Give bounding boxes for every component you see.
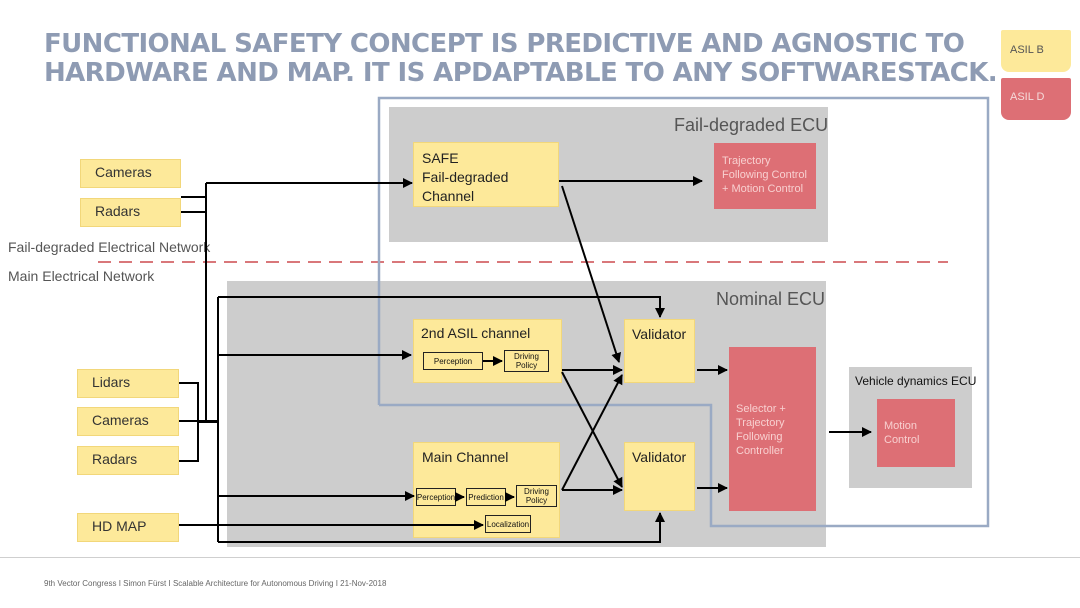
- validator-bottom-label: Validator: [632, 449, 687, 465]
- sensor-cameras-bottom: Cameras: [77, 407, 179, 436]
- asil2-driving-policy-line-1: Driving: [514, 352, 539, 361]
- main-channel-title: Main Channel: [422, 449, 509, 465]
- asil2-driving-policy: Driving Policy: [504, 350, 549, 372]
- selector-line-2: Trajectory: [736, 417, 785, 429]
- page-title: FUNCTIONAL SAFETY CONCEPT IS PREDICTIVE …: [44, 29, 998, 88]
- main-prediction: Prediction: [466, 488, 506, 506]
- title-line-1: FUNCTIONAL SAFETY CONCEPT IS PREDICTIVE …: [44, 29, 965, 59]
- validator-bottom: Validator: [624, 442, 695, 511]
- vehicle-dynamics-ecu-title: Vehicle dynamics ECU: [855, 374, 977, 388]
- sensor-cameras-top: Cameras: [80, 159, 181, 188]
- legend-asil-b-label: ASIL B: [1010, 44, 1044, 56]
- asil2-perception: Perception: [423, 352, 483, 370]
- fail-degraded-network-label: Fail-degraded Electrical Network: [8, 239, 211, 255]
- safe-fail-degraded-channel: SAFE Fail-degraded Channel: [413, 142, 559, 207]
- main-driving-policy: Driving Policy: [516, 485, 557, 507]
- selector-line-1: Selector +: [736, 403, 786, 415]
- wire-radars-bottom: [179, 422, 199, 462]
- nominal-ecu-title: Nominal ECU: [716, 289, 826, 309]
- footer-divider: [0, 557, 1080, 558]
- safe-line-1: SAFE: [422, 150, 459, 166]
- legend-asil-d: ASIL D: [1001, 78, 1071, 120]
- main-perception: Perception: [416, 488, 456, 506]
- selector-line-3: Following: [736, 431, 783, 443]
- fd-control-line-3: + Motion Control: [722, 183, 804, 195]
- wire-lidars: [179, 382, 199, 422]
- safe-line-3: Channel: [422, 188, 475, 204]
- fd-control-line-2: Following Control: [722, 169, 807, 181]
- motion-control-line-2: Control: [884, 434, 920, 446]
- motion-control-line-1: Motion: [884, 420, 918, 432]
- second-asil-channel-title: 2nd ASIL channel: [421, 325, 531, 341]
- sensor-radars-top: Radars: [80, 198, 181, 227]
- legend-asil-b: ASIL B: [1001, 30, 1071, 72]
- safe-line-2: Fail-degraded: [422, 169, 509, 185]
- title-line-2: HARDWARE AND MAP. IT IS APDAPTABLE TO AN…: [44, 58, 998, 88]
- selector-trajectory-controller: Selector + Trajectory Following Controll…: [729, 347, 816, 511]
- fd-control-line-1: Trajectory: [722, 155, 771, 167]
- asil2-driving-policy-line-2: Policy: [515, 361, 538, 370]
- main-network-label: Main Electrical Network: [8, 268, 155, 284]
- selector-line-4: Controller: [736, 445, 784, 457]
- main-driving-policy-line-2: Policy: [525, 496, 548, 505]
- legend-asil-d-label: ASIL D: [1010, 91, 1045, 103]
- motion-control: Motion Control: [877, 399, 955, 467]
- main-localization: Localization: [485, 515, 531, 533]
- main-driving-policy-line-1: Driving: [524, 487, 549, 496]
- sensor-radars-bottom: Radars: [77, 446, 179, 475]
- sensor-lidars: Lidars: [77, 369, 179, 398]
- trajectory-following-control: Trajectory Following Control + Motion Co…: [714, 143, 816, 209]
- validator-top: Validator: [624, 319, 695, 383]
- validator-top-label: Validator: [632, 326, 687, 342]
- sensor-hd-map: HD MAP: [77, 513, 179, 542]
- footer-text: 9th Vector Congress I Simon Fürst I Scal…: [44, 579, 387, 588]
- fail-degraded-ecu-title: Fail-degraded ECU: [674, 115, 829, 135]
